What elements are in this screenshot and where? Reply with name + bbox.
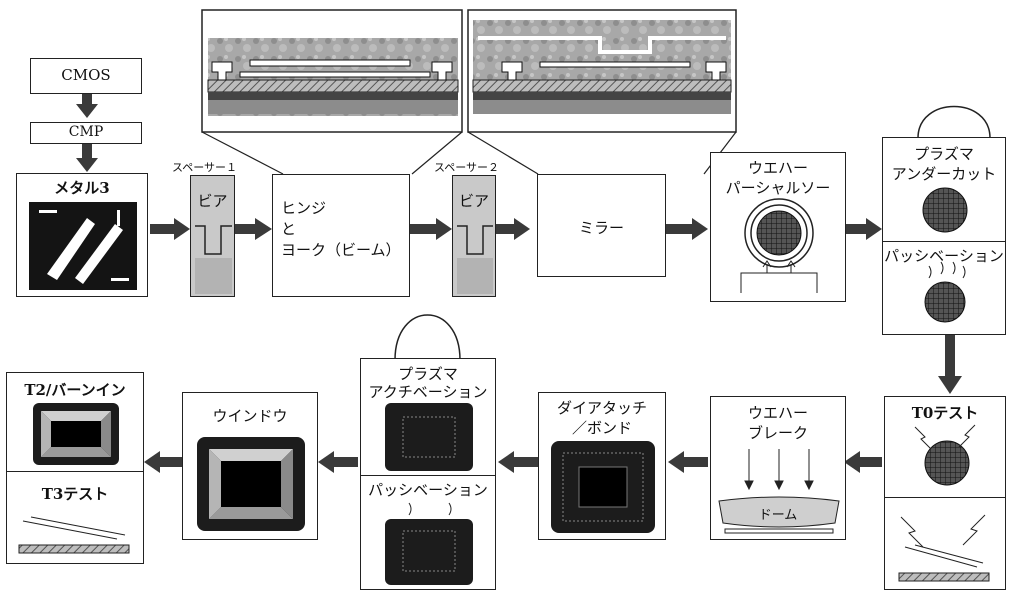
wafer-saw-icon — [740, 198, 818, 293]
window-label: ウインドウ — [212, 407, 288, 425]
via1-box: ビア — [190, 175, 235, 297]
wafer-break-label-1: ウエハー — [747, 404, 808, 422]
undercut-loop — [917, 105, 991, 139]
t0-test-label: T0テスト — [911, 404, 979, 422]
callout-line — [411, 131, 463, 175]
passivation1-label: パッシベーション — [884, 247, 1004, 265]
wafer-break-icon — [718, 449, 840, 534]
wafer-break-box: ウエハー ブレーク ドーム — [710, 396, 846, 540]
die-attach-label-2: ／ボンド — [571, 419, 632, 437]
cmp-label: CMP — [68, 124, 104, 140]
die-attach-box: ダイアタッチ ／ボンド — [538, 392, 666, 540]
left-arrows — [144, 451, 882, 473]
passivation2-label: パッシベーション — [368, 481, 488, 499]
window-package-icon — [197, 437, 305, 531]
hinge-label-2: と — [281, 220, 297, 238]
divider — [883, 241, 1005, 242]
t3-test-label: T3テスト — [41, 485, 109, 503]
plasma-undercut-label-1: プラズマ — [914, 145, 974, 163]
hinge-label-3: ヨーク（ビーム） — [281, 241, 401, 259]
spacer1-label: スペーサー１ — [172, 161, 238, 174]
hinge-label-1: ヒンジ — [281, 199, 327, 217]
wafer-saw-label-2: パーシャルソー — [725, 179, 831, 197]
activation-package-icon — [385, 403, 473, 585]
divider — [7, 471, 143, 472]
t2-t3-box: T2/バーンイン T3テスト — [6, 372, 144, 564]
dome-label: ドーム — [758, 508, 798, 523]
via2-icon — [457, 225, 493, 294]
mirror-box: ミラー — [537, 174, 666, 277]
plasma-activation-label-1: プラズマ — [398, 365, 458, 383]
plasma-wafer-icon — [922, 187, 968, 323]
cmp-box: CMP — [30, 122, 142, 144]
spacer2-label: スペーサー２ — [434, 161, 500, 174]
via1-icon — [195, 225, 232, 294]
hinge-yoke-box: ヒンジ と ヨーク（ビーム） — [272, 174, 410, 297]
wafer-saw-label-1: ウエハー — [747, 159, 808, 177]
activation-loop — [394, 314, 461, 361]
right-arrows — [150, 218, 882, 240]
wafer-saw-box: ウエハー パーシャルソー — [710, 152, 846, 302]
callout-line — [201, 131, 284, 175]
mirror-cross-section-callout — [467, 9, 737, 133]
metal3-pattern-icon — [29, 202, 137, 290]
divider — [361, 475, 495, 476]
cmos-box: CMOS — [30, 58, 142, 94]
hinge-cross-section-callout — [201, 9, 463, 133]
down-arrows — [76, 94, 962, 394]
metal3-label: メタル3 — [54, 179, 110, 197]
plasma-activation-box: プラズマ アクチベーション パッシベーション — [360, 358, 496, 590]
window-box: ウインドウ — [182, 392, 318, 540]
die-attach-label-1: ダイアタッチ — [556, 399, 647, 417]
t2-burnin-label: T2/バーンイン — [24, 381, 126, 399]
via1-label: ビア — [197, 192, 228, 210]
wafer-break-label-2: ブレーク — [747, 424, 808, 442]
via2-box: ビア — [452, 175, 496, 297]
plasma-activation-label-2: アクチベーション — [368, 383, 488, 401]
divider — [885, 497, 1005, 498]
via2-label: ビア — [458, 192, 489, 210]
mirror-label: ミラー — [578, 219, 624, 237]
plasma-undercut-label-2: アンダーカット — [891, 165, 997, 183]
t0-test-icon — [898, 424, 990, 582]
t0-test-box: T0テスト — [884, 396, 1006, 590]
callout-line — [467, 131, 539, 175]
plasma-undercut-box: プラズマ アンダーカット パッシベーション — [882, 137, 1006, 335]
die-package-icon — [551, 441, 655, 533]
cmos-label: CMOS — [61, 66, 111, 84]
t2-t3-icon — [18, 403, 130, 554]
metal3-box: メタル3 — [16, 173, 148, 297]
